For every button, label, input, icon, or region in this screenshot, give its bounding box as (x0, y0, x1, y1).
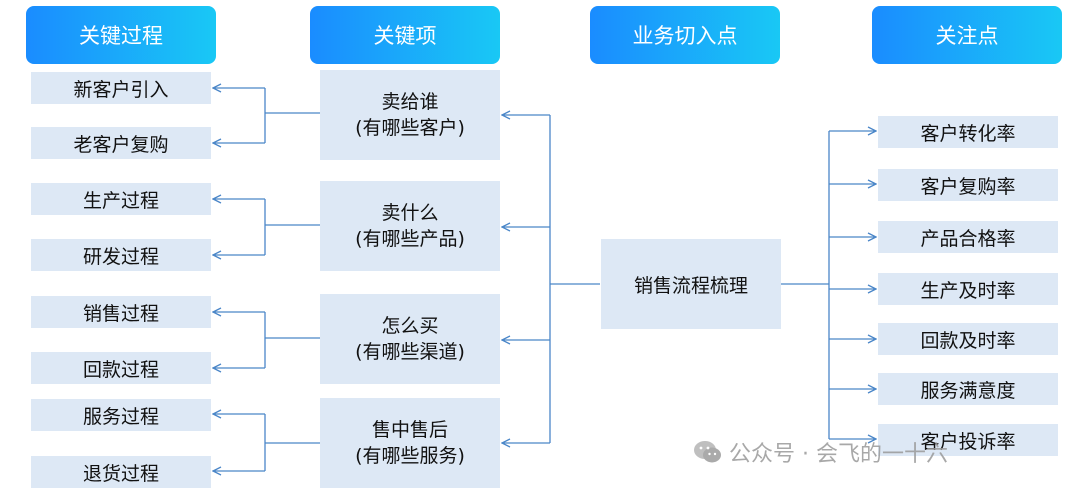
header-focus-points: 关注点 (872, 6, 1062, 64)
focus-item: 服务满意度 (878, 373, 1058, 405)
focus-item: 客户转化率 (878, 116, 1058, 148)
process-item: 回款过程 (31, 352, 211, 384)
process-item: 退货过程 (31, 456, 211, 488)
key-item-subtitle: (有哪些服务) (355, 445, 465, 467)
key-item-title: 卖给谁 (381, 91, 439, 113)
watermark: 公众号 · 会飞的一十六 (693, 436, 948, 468)
header-key-items: 关键项 (310, 6, 500, 64)
key-item-title: 卖什么 (381, 202, 439, 224)
key-item-channels: 怎么买 (有哪些渠道) (320, 294, 500, 384)
focus-item: 生产及时率 (878, 273, 1058, 305)
process-item: 老客户复购 (31, 127, 211, 159)
key-item-services: 售中售后 (有哪些服务) (320, 398, 500, 488)
key-item-subtitle: (有哪些客户) (355, 117, 465, 139)
key-item-title: 怎么买 (381, 315, 439, 337)
process-item: 生产过程 (31, 183, 211, 215)
focus-item: 回款及时率 (878, 323, 1058, 355)
key-item-title: 售中售后 (371, 419, 448, 441)
process-item: 销售过程 (31, 296, 211, 328)
focus-item: 产品合格率 (878, 221, 1058, 253)
entry-point-box: 销售流程梳理 (601, 239, 781, 329)
process-item: 研发过程 (31, 239, 211, 271)
key-item-subtitle: (有哪些渠道) (355, 341, 465, 363)
header-key-process: 关键过程 (26, 6, 216, 64)
process-item: 新客户引入 (31, 72, 211, 104)
key-item-customers: 卖给谁 (有哪些客户) (320, 70, 500, 160)
process-item: 服务过程 (31, 399, 211, 431)
focus-item: 客户复购率 (878, 169, 1058, 201)
header-entry-point: 业务切入点 (590, 6, 780, 64)
wechat-icon (694, 441, 721, 463)
watermark-text: 公众号 · 会飞的一十六 (729, 442, 948, 467)
key-item-subtitle: (有哪些产品) (355, 228, 465, 250)
key-item-products: 卖什么 (有哪些产品) (320, 181, 500, 271)
focus-item: 客户投诉率 (878, 424, 1058, 456)
